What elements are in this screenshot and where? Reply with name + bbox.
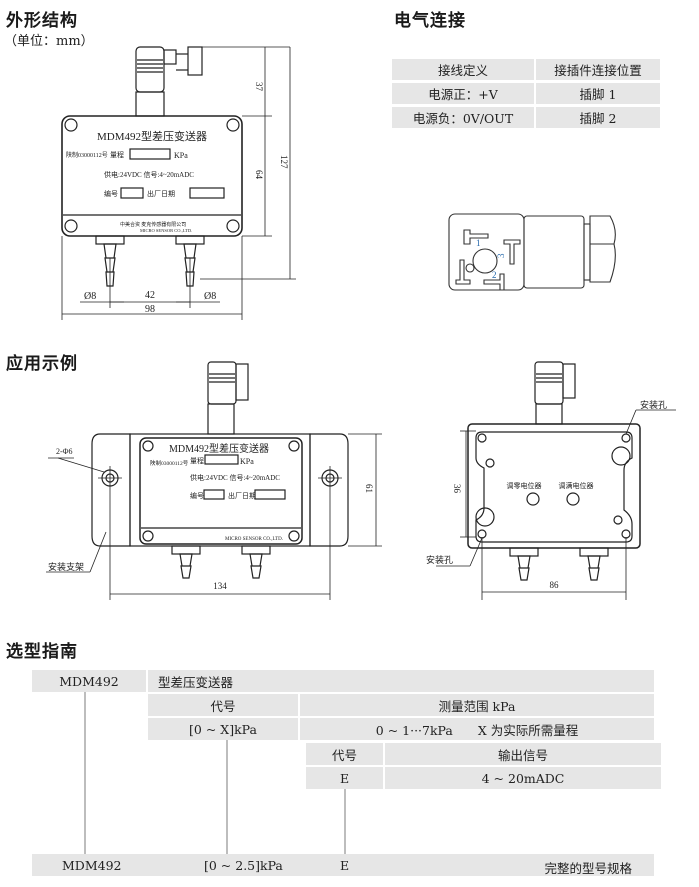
output-header: 输出信号 (385, 743, 661, 765)
dim-rear-width: 86 (550, 580, 560, 590)
app-nameplate-company: MICRO SENSOR CO.,LTD. (225, 537, 283, 542)
zero-pot-label: 调零电位器 (507, 481, 542, 490)
section-title-outline: 外形结构 (6, 11, 78, 31)
pin-label-2: 2 (492, 270, 497, 280)
dim-mount-hole: 2-Φ6 (56, 447, 73, 456)
dim-rear-height: 36 (452, 484, 462, 494)
example-output: E (340, 858, 350, 873)
application-front-drawing: MDM492型差压变送器 量程 KPa 陕制03000112号 供电:24VDC… (46, 361, 382, 600)
app-nameplate-serial-label: 编号 (190, 491, 204, 500)
wiring-header-position: 接插件连接位置 (536, 59, 660, 80)
wiring-cell: 电源正：+V (392, 83, 534, 104)
outline-drawing: MDM492型差压变送器 陕制03000112号 量程 KPa 供电:24VDC… (61, 46, 296, 320)
dim-port-right: Ø8 (204, 291, 216, 302)
range-desc: 0 ~ 1···7kPa X 为实际所需量程 (300, 718, 654, 740)
example-label: 完整的型号规格 (544, 861, 632, 876)
dim-port-spacing: 42 (145, 290, 155, 301)
nameplate-range-label: 量程 (110, 150, 124, 159)
example-row: MDM492 [0 ~ 2.5]kPa E 完整的型号规格 (32, 854, 654, 876)
range-code: [0 ~ X]kPa (148, 718, 298, 740)
dim-port-left: Ø8 (84, 291, 96, 302)
connector-head (135, 46, 165, 93)
example-model: MDM492 (62, 858, 122, 873)
dim-total-height: 127 (279, 155, 289, 169)
connector-line-model (84, 692, 86, 854)
dim-body-height: 64 (254, 170, 264, 180)
span-pot-label: 调满电位器 (559, 481, 594, 490)
section-title-electrical: 电气连接 (394, 11, 466, 31)
app-nameplate-range-unit: KPa (240, 457, 254, 466)
wiring-cell: 插脚 1 (536, 83, 660, 104)
pin-label-3: 3 (496, 253, 506, 258)
wiring-cell: 插脚 2 (536, 107, 660, 128)
app-nameplate-license: 陕制03000112号 (150, 459, 189, 467)
nameplate-company-cn: 中美合资 麦克传感器有限公司 (120, 221, 186, 228)
wiring-cell: 电源负：0V/OUT (392, 107, 534, 128)
section-title-application: 应用示例 (6, 354, 78, 374)
connector-line-output (344, 789, 346, 854)
selection-model: MDM492 (32, 670, 146, 692)
dim-bracket-width: 134 (213, 581, 227, 591)
output-code-header: 代号 (306, 743, 383, 765)
selection-model-desc: 型差压变送器 (148, 670, 654, 692)
dim-connector-height: 37 (254, 82, 264, 92)
app-nameplate-date-label: 出厂日期 (228, 491, 256, 500)
nameplate-title: MDM492型差压变送器 (97, 129, 207, 143)
app-nameplate-title: MDM492型差压变送器 (169, 442, 269, 455)
nameplate-company-en: MICRO SENSOR CO.,LTD. (140, 228, 192, 234)
output-code: E (306, 767, 383, 789)
mount-hole-label-top: 安装孔 (640, 399, 667, 410)
nameplate-license: 陕制03000112号 (66, 151, 108, 159)
wiring-header-definition: 接线定义 (392, 59, 534, 80)
range-header: 测量范围 kPa (300, 694, 654, 716)
nameplate-date-label: 出厂日期 (147, 189, 175, 198)
dim-width: 98 (145, 304, 155, 315)
transmitter-body (61, 115, 243, 237)
nameplate-range-unit: KPa (174, 151, 188, 160)
bracket-label: 安装支架 (48, 561, 84, 572)
unit-note: （单位：mm） (4, 34, 94, 49)
output-desc: 4 ~ 20mADC (385, 767, 661, 789)
section-title-selection: 选型指南 (6, 642, 78, 662)
connector-pin-diagram: 1 2 3 (448, 213, 616, 291)
nameplate-serial-label: 编号 (104, 189, 118, 198)
connector-line-range (226, 740, 228, 854)
application-rear-drawing: 调零电位器 调满电位器 安装孔 安装孔 36 86 (426, 361, 676, 600)
pin-label-1: 1 (476, 238, 481, 248)
mount-hole-label-bottom: 安装孔 (426, 554, 453, 565)
nameplate-power-signal: 供电:24VDC 信号:4~20mADC (104, 170, 194, 179)
range-code-header: 代号 (148, 694, 298, 716)
app-nameplate-power-signal: 供电:24VDC 信号:4~20mADC (190, 473, 280, 482)
example-range: [0 ~ 2.5]kPa (204, 858, 283, 873)
dim-bracket-height: 61 (364, 484, 374, 493)
app-nameplate-range-label: 量程 (190, 456, 204, 465)
